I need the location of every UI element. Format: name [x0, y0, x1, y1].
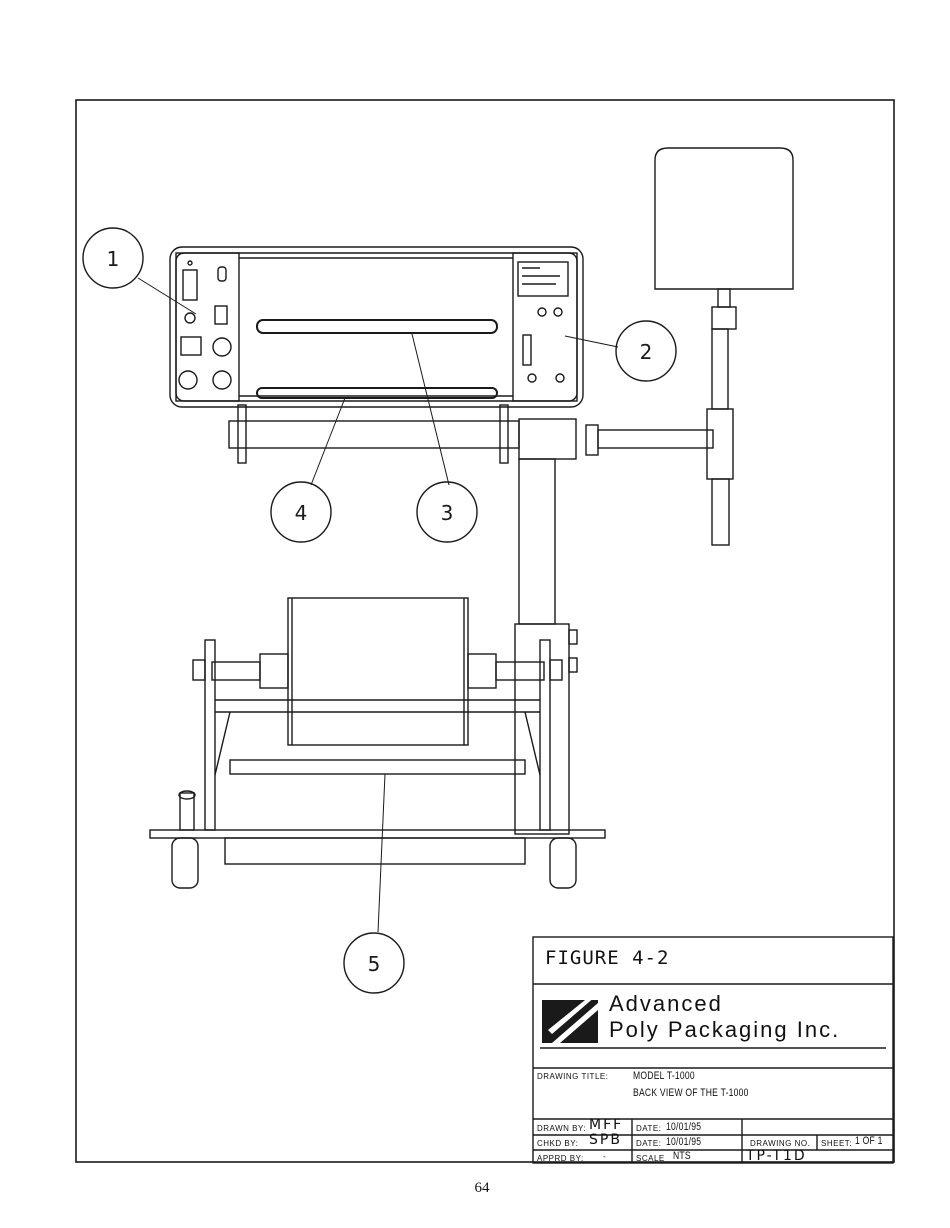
- callout-label-5: 5: [368, 952, 381, 976]
- callout-label-2: 2: [640, 340, 653, 364]
- drawing-title-line1: MODEL T-1000: [633, 1070, 695, 1082]
- scale-label: SCALE: [636, 1154, 665, 1163]
- sheet-value: 1 OF 1: [855, 1135, 883, 1147]
- approved-by-label: APPRD BY:: [537, 1154, 584, 1163]
- film-roll: [212, 598, 544, 745]
- approved-by-value: -: [603, 1152, 606, 1161]
- figure-label: FIGURE 4-2: [545, 947, 669, 969]
- date-label-1: DATE:: [636, 1124, 661, 1133]
- title-block: FIGURE 4-2 Advanced Poly Packaging Inc. …: [533, 937, 893, 1163]
- roll-stand: [150, 640, 605, 888]
- sheet-label: SHEET:: [821, 1139, 852, 1148]
- callout-label-4: 4: [295, 501, 308, 525]
- drawing-title-line2: BACK VIEW OF THE T-1000: [633, 1087, 749, 1099]
- drawn-by-label: DRAWN BY:: [537, 1124, 586, 1133]
- callout-label-3: 3: [441, 501, 454, 525]
- company-name-line1: Advanced: [609, 991, 723, 1017]
- checked-by-label: CHKD BY:: [537, 1139, 578, 1148]
- callout-label-1: 1: [107, 247, 120, 271]
- drawing-number-label: DRAWING NO.: [750, 1139, 810, 1148]
- drawing-title-label: DRAWING TITLE:: [537, 1072, 608, 1081]
- roller-3: [257, 320, 497, 333]
- drawn-by-value: MFF: [589, 1117, 623, 1133]
- date-value-2: 10/01/95: [666, 1136, 701, 1148]
- control-panel: [170, 247, 583, 407]
- vertical-mast: [515, 419, 577, 834]
- page-number: 64: [462, 1180, 502, 1197]
- date-label-2: DATE:: [636, 1139, 661, 1148]
- scale-value: NTS: [673, 1150, 691, 1162]
- support-beam: [229, 405, 713, 463]
- company-name-line2: Poly Packaging Inc.: [609, 1017, 840, 1043]
- date-value-1: 10/01/95: [666, 1121, 701, 1133]
- checked-by-value: SPB: [589, 1132, 622, 1148]
- drawing-number-value: TP-T1D: [746, 1148, 807, 1164]
